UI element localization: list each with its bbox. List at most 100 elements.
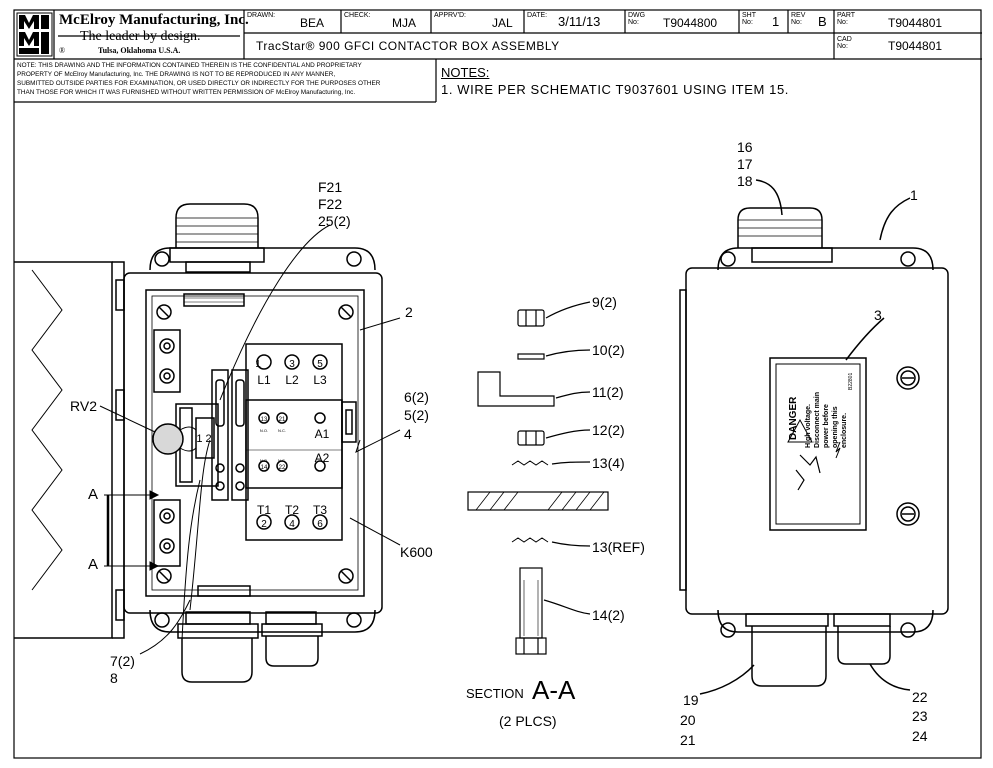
callout-7: 7(2) xyxy=(110,653,135,669)
confidentiality-line: NOTE: THIS DRAWING AND THE INFORMATION C… xyxy=(17,62,362,69)
callout-f22: F22 xyxy=(318,196,343,212)
callout-21: 21 xyxy=(680,732,696,748)
callout-8: 8 xyxy=(110,670,118,686)
aux-bot-terminal: 22 xyxy=(279,465,286,471)
company-slogan: The leader by design. xyxy=(80,29,201,44)
company-logo xyxy=(16,12,53,57)
confidentiality-line: SUBMITTED OUTSIDE PARTIES FOR EXAMINATIO… xyxy=(17,80,381,87)
drawing-description: TracStar® 900 GFCI CONTACTOR BOX ASSEMBL… xyxy=(256,39,560,53)
fuse-block-label: 1 2 xyxy=(196,433,211,445)
aux-top-cap: N.O. xyxy=(260,428,268,433)
company-location: Tulsa, Oklahoma U.S.A. xyxy=(98,46,181,55)
callout-1: 1 xyxy=(910,187,918,203)
dwg-value: T9044800 xyxy=(663,16,718,30)
cad-caption: CAD No: xyxy=(837,36,852,50)
callout-23: 23 xyxy=(912,708,928,724)
title-block-frame xyxy=(13,9,982,759)
registered-mark: ® xyxy=(59,46,66,55)
contactor-bot-terminal: 6 xyxy=(317,519,323,530)
sht-caption: SHT No: xyxy=(742,12,756,26)
contactor-bot-label: T3 xyxy=(313,503,327,517)
check-value: MJA xyxy=(392,16,416,30)
confidentiality-line: THAN THOSE FOR WHICH IT WAS FURNISHED WI… xyxy=(17,89,356,96)
closed-box-view xyxy=(679,179,949,695)
section-marker-a: A xyxy=(88,556,99,573)
callout-2: 2 xyxy=(405,304,413,320)
check-caption: CHECK: xyxy=(344,12,371,19)
callout-10: 10(2) xyxy=(592,342,625,358)
callout-12: 12(2) xyxy=(592,422,625,438)
danger-code: B22801 xyxy=(848,373,854,390)
callout-11: 11(2) xyxy=(592,384,624,400)
danger-header: DANGER xyxy=(788,396,799,440)
aux-bot-cap: N.C. xyxy=(278,458,286,463)
aux-bot-cap: N.O. xyxy=(260,458,268,463)
sht-value: 1 xyxy=(772,14,780,29)
section-qty: (2 PLCS) xyxy=(499,713,557,729)
notes-heading: NOTES: xyxy=(441,65,490,80)
company-name: McElroy Manufacturing, Inc. xyxy=(59,12,249,28)
callout-19: 19 xyxy=(683,692,699,708)
callout-20: 20 xyxy=(680,712,696,728)
aux-top-terminal: 13 xyxy=(261,417,268,423)
rev-caption: REV No: xyxy=(791,12,806,26)
callout-17: 17 xyxy=(737,156,753,172)
contactor-top-label: L2 xyxy=(285,373,299,387)
callout-16: 16 xyxy=(737,139,753,155)
confidentiality-line: PROPERTY OF McElroy Manufacturing, Inc. … xyxy=(17,71,336,78)
callout-13-ref: 13(REF) xyxy=(592,539,645,555)
aux-top-cap: N.C. xyxy=(278,428,286,433)
date-caption: DATE: xyxy=(527,12,548,19)
callout-k600: K600 xyxy=(400,544,433,560)
danger-label: DANGER High voltage. Disconnect main pow… xyxy=(788,373,854,448)
drawn-caption: DRAWN: xyxy=(247,12,276,19)
callout-13: 13(4) xyxy=(592,455,625,471)
rev-value: B xyxy=(818,14,827,29)
dwg-caption: DWG No: xyxy=(628,12,646,26)
left-view-leaders xyxy=(99,224,401,655)
callout-25: 25(2) xyxy=(318,213,351,229)
callout-4: 4 xyxy=(404,426,412,442)
cad-value: T9044801 xyxy=(888,39,943,53)
danger-line: power before xyxy=(823,404,830,448)
contactor-top-terminal: 5 xyxy=(317,359,323,370)
section-hardware xyxy=(467,301,609,655)
contactor-top-label: L1 xyxy=(257,373,271,387)
part-caption: PART No: xyxy=(837,12,855,26)
section-name: A-A xyxy=(532,675,576,705)
contactor-bot-terminal: 2 xyxy=(261,519,267,530)
open-box-view xyxy=(14,203,383,683)
callout-24: 24 xyxy=(912,728,928,744)
coil-a1-label: A1 xyxy=(315,427,330,441)
callout-18: 18 xyxy=(737,173,753,189)
aux-bot-terminal: 14 xyxy=(261,465,268,471)
callout-5: 5(2) xyxy=(404,407,429,423)
callout-22: 22 xyxy=(912,689,928,705)
danger-line: opening this xyxy=(832,406,839,448)
contactor-bot-terminal: 4 xyxy=(289,519,295,530)
section-prefix: SECTION xyxy=(466,686,524,701)
contactor-top-terminal: 3 xyxy=(289,359,295,370)
danger-line: enclosure. xyxy=(841,413,848,448)
aux-top-terminal: 21 xyxy=(279,417,286,423)
coil-a2-label: A2 xyxy=(315,451,330,465)
callout-rv2: RV2 xyxy=(70,398,97,414)
callout-14: 14(2) xyxy=(592,607,625,623)
contactor-bot-label: T1 xyxy=(257,503,271,517)
callout-9: 9(2) xyxy=(592,294,617,310)
callout-f21: F21 xyxy=(318,179,343,195)
contactor-top-label: L3 xyxy=(313,373,327,387)
part-value: T9044801 xyxy=(888,16,943,30)
danger-line: High voltage. xyxy=(805,404,812,448)
contactor-top-terminal: 1 xyxy=(255,359,261,370)
apprvd-caption: APPRV'D: xyxy=(434,12,466,19)
callout-6: 6(2) xyxy=(404,389,429,405)
callout-3: 3 xyxy=(874,307,882,323)
notes-item: 1. WIRE PER SCHEMATIC T9037601 USING ITE… xyxy=(441,82,790,97)
apprvd-value: JAL xyxy=(492,16,513,30)
danger-line: Disconnect main xyxy=(814,392,821,448)
contactor-bot-label: T2 xyxy=(285,503,299,517)
date-value: 3/11/13 xyxy=(558,14,601,29)
contactor-markings: 1 3 5 L1 L2 L3 13 21 N.O. N.C. A1 A2 N.O… xyxy=(196,359,329,530)
